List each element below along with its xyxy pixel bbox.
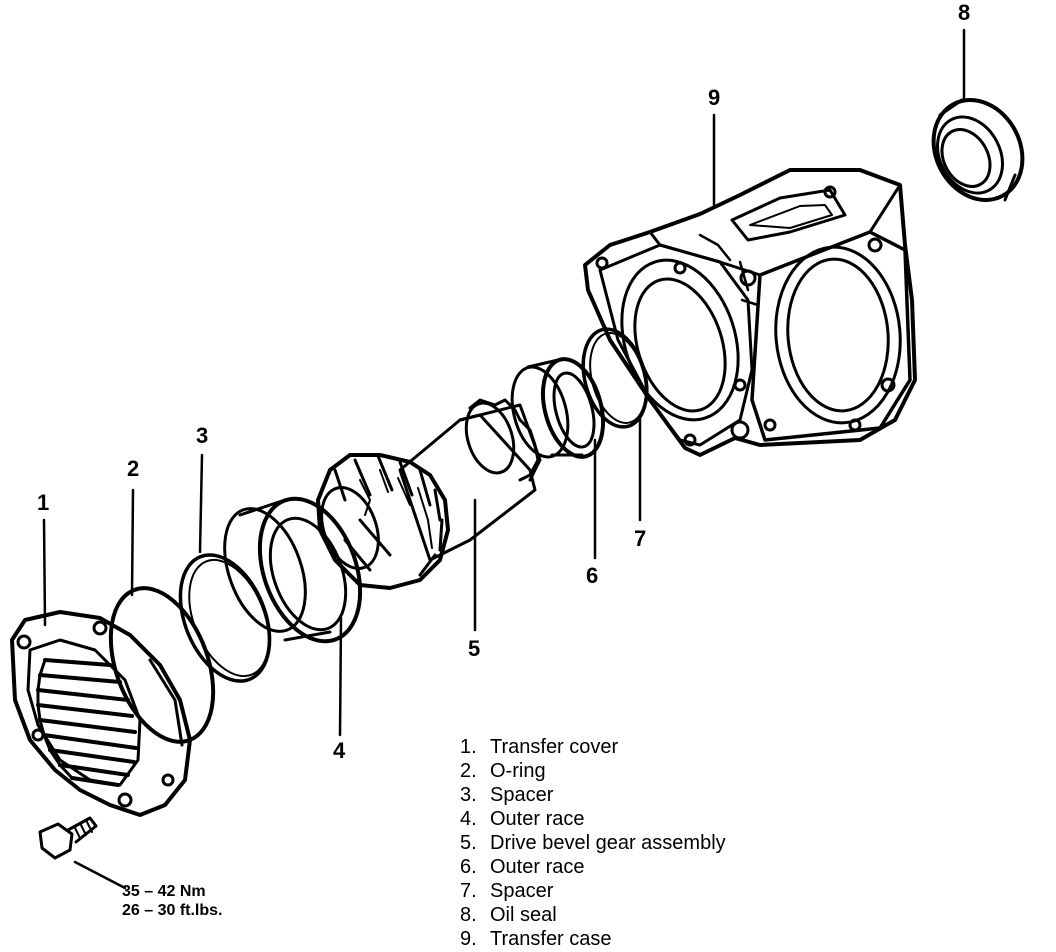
legend-item: 7. Spacer xyxy=(460,879,726,903)
outer-race-4 xyxy=(223,496,363,644)
legend-item: 2. O-ring xyxy=(460,759,726,783)
legend-number: 1. xyxy=(460,736,477,758)
legend-item: 5. Drive bevel gear assembly xyxy=(460,831,726,855)
legend-number: 7. xyxy=(460,880,477,902)
legend-label: Outer race xyxy=(490,856,585,878)
outer-race-6 xyxy=(510,357,605,459)
bolt-icon xyxy=(38,816,98,860)
drive-bevel-gear xyxy=(316,398,542,590)
legend-item: 3. Spacer xyxy=(460,783,726,807)
legend-number: 8. xyxy=(460,904,477,926)
oil-seal xyxy=(931,98,1025,202)
legend-label: Oil seal xyxy=(490,904,557,926)
callout-4: 4 xyxy=(333,738,346,763)
legend-number: 9. xyxy=(460,928,477,950)
legend-label: Spacer xyxy=(490,784,554,806)
callout-1: 1 xyxy=(37,490,50,515)
legend-label: O-ring xyxy=(490,760,546,782)
legend-item: 9. Transfer case xyxy=(460,927,726,951)
callout-3: 3 xyxy=(196,423,209,448)
callout-2: 2 xyxy=(127,456,140,481)
legend-item: 8. Oil seal xyxy=(460,903,726,927)
torque-nm: 35 – 42 Nm xyxy=(122,883,206,900)
parts-legend: 1. Transfer cover 2. O-ring 3. Spacer 4. Out… xyxy=(460,735,726,951)
legend-number: 3. xyxy=(460,784,477,806)
legend-number: 6. xyxy=(460,856,477,878)
legend-label: Spacer xyxy=(490,880,554,902)
legend-label: Transfer cover xyxy=(490,736,619,758)
legend-item: 4. Outer race xyxy=(460,807,726,831)
callout-8: 8 xyxy=(958,0,971,25)
legend-label: Transfer case xyxy=(490,928,612,950)
legend-number: 4. xyxy=(460,808,477,830)
torque-spec: 35 – 42 Nm 26 – 30 ft.lbs. xyxy=(122,882,223,920)
legend-item: 6. Outer race xyxy=(460,855,726,879)
legend-item: 1. Transfer cover xyxy=(460,735,726,759)
leader-lines xyxy=(42,28,966,890)
legend-number: 2. xyxy=(460,760,477,782)
legend-label: Outer race xyxy=(490,808,585,830)
spacer-ring-7 xyxy=(581,327,649,429)
legend-label: Drive bevel gear assembly xyxy=(490,832,726,854)
torque-ftlbs: 26 – 30 ft.lbs. xyxy=(122,902,223,919)
legend-number: 5. xyxy=(460,832,477,854)
callout-6: 6 xyxy=(586,563,599,588)
transfer-case xyxy=(583,168,917,457)
callout-7: 7 xyxy=(634,526,647,551)
transfer-cover xyxy=(10,610,192,817)
callout-5: 5 xyxy=(468,636,481,661)
callout-9: 9 xyxy=(708,85,721,110)
